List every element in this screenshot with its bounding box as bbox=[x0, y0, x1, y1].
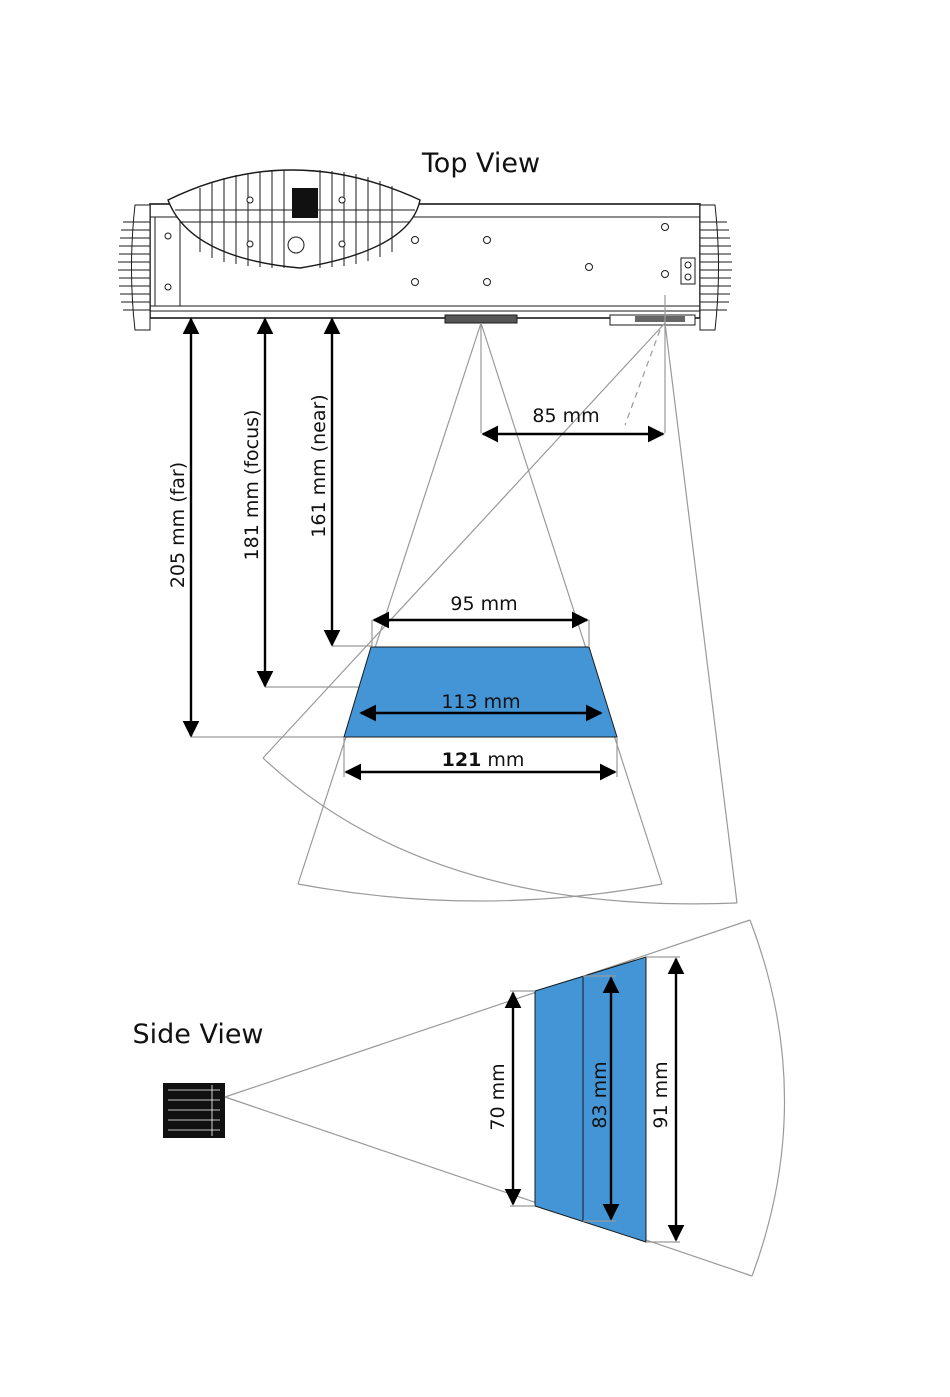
focus-height-label: 83 mm bbox=[589, 1061, 611, 1128]
heat-sink bbox=[168, 170, 420, 268]
far-height-label: 91 mm bbox=[650, 1061, 672, 1128]
side-view-title: Side View bbox=[132, 1019, 263, 1050]
focus-width-label: 113 mm bbox=[441, 691, 520, 713]
near-distance-label: 161 mm (near) bbox=[308, 394, 330, 537]
scanner-top-view bbox=[118, 170, 732, 330]
offset-dimension-label: 85 mm bbox=[532, 405, 599, 427]
far-distance-label: 205 mm (far) bbox=[167, 462, 189, 588]
top-view-title: Top View bbox=[421, 148, 540, 179]
scanner-side-view bbox=[163, 1083, 225, 1138]
near-height-label: 70 mm bbox=[487, 1063, 509, 1130]
left-end-cap bbox=[118, 205, 150, 330]
far-width-label: 121 mm bbox=[442, 749, 525, 771]
near-width-label: 95 mm bbox=[450, 593, 517, 615]
focus-distance-label: 181 mm (focus) bbox=[241, 410, 263, 561]
right-end-cap bbox=[700, 205, 732, 330]
